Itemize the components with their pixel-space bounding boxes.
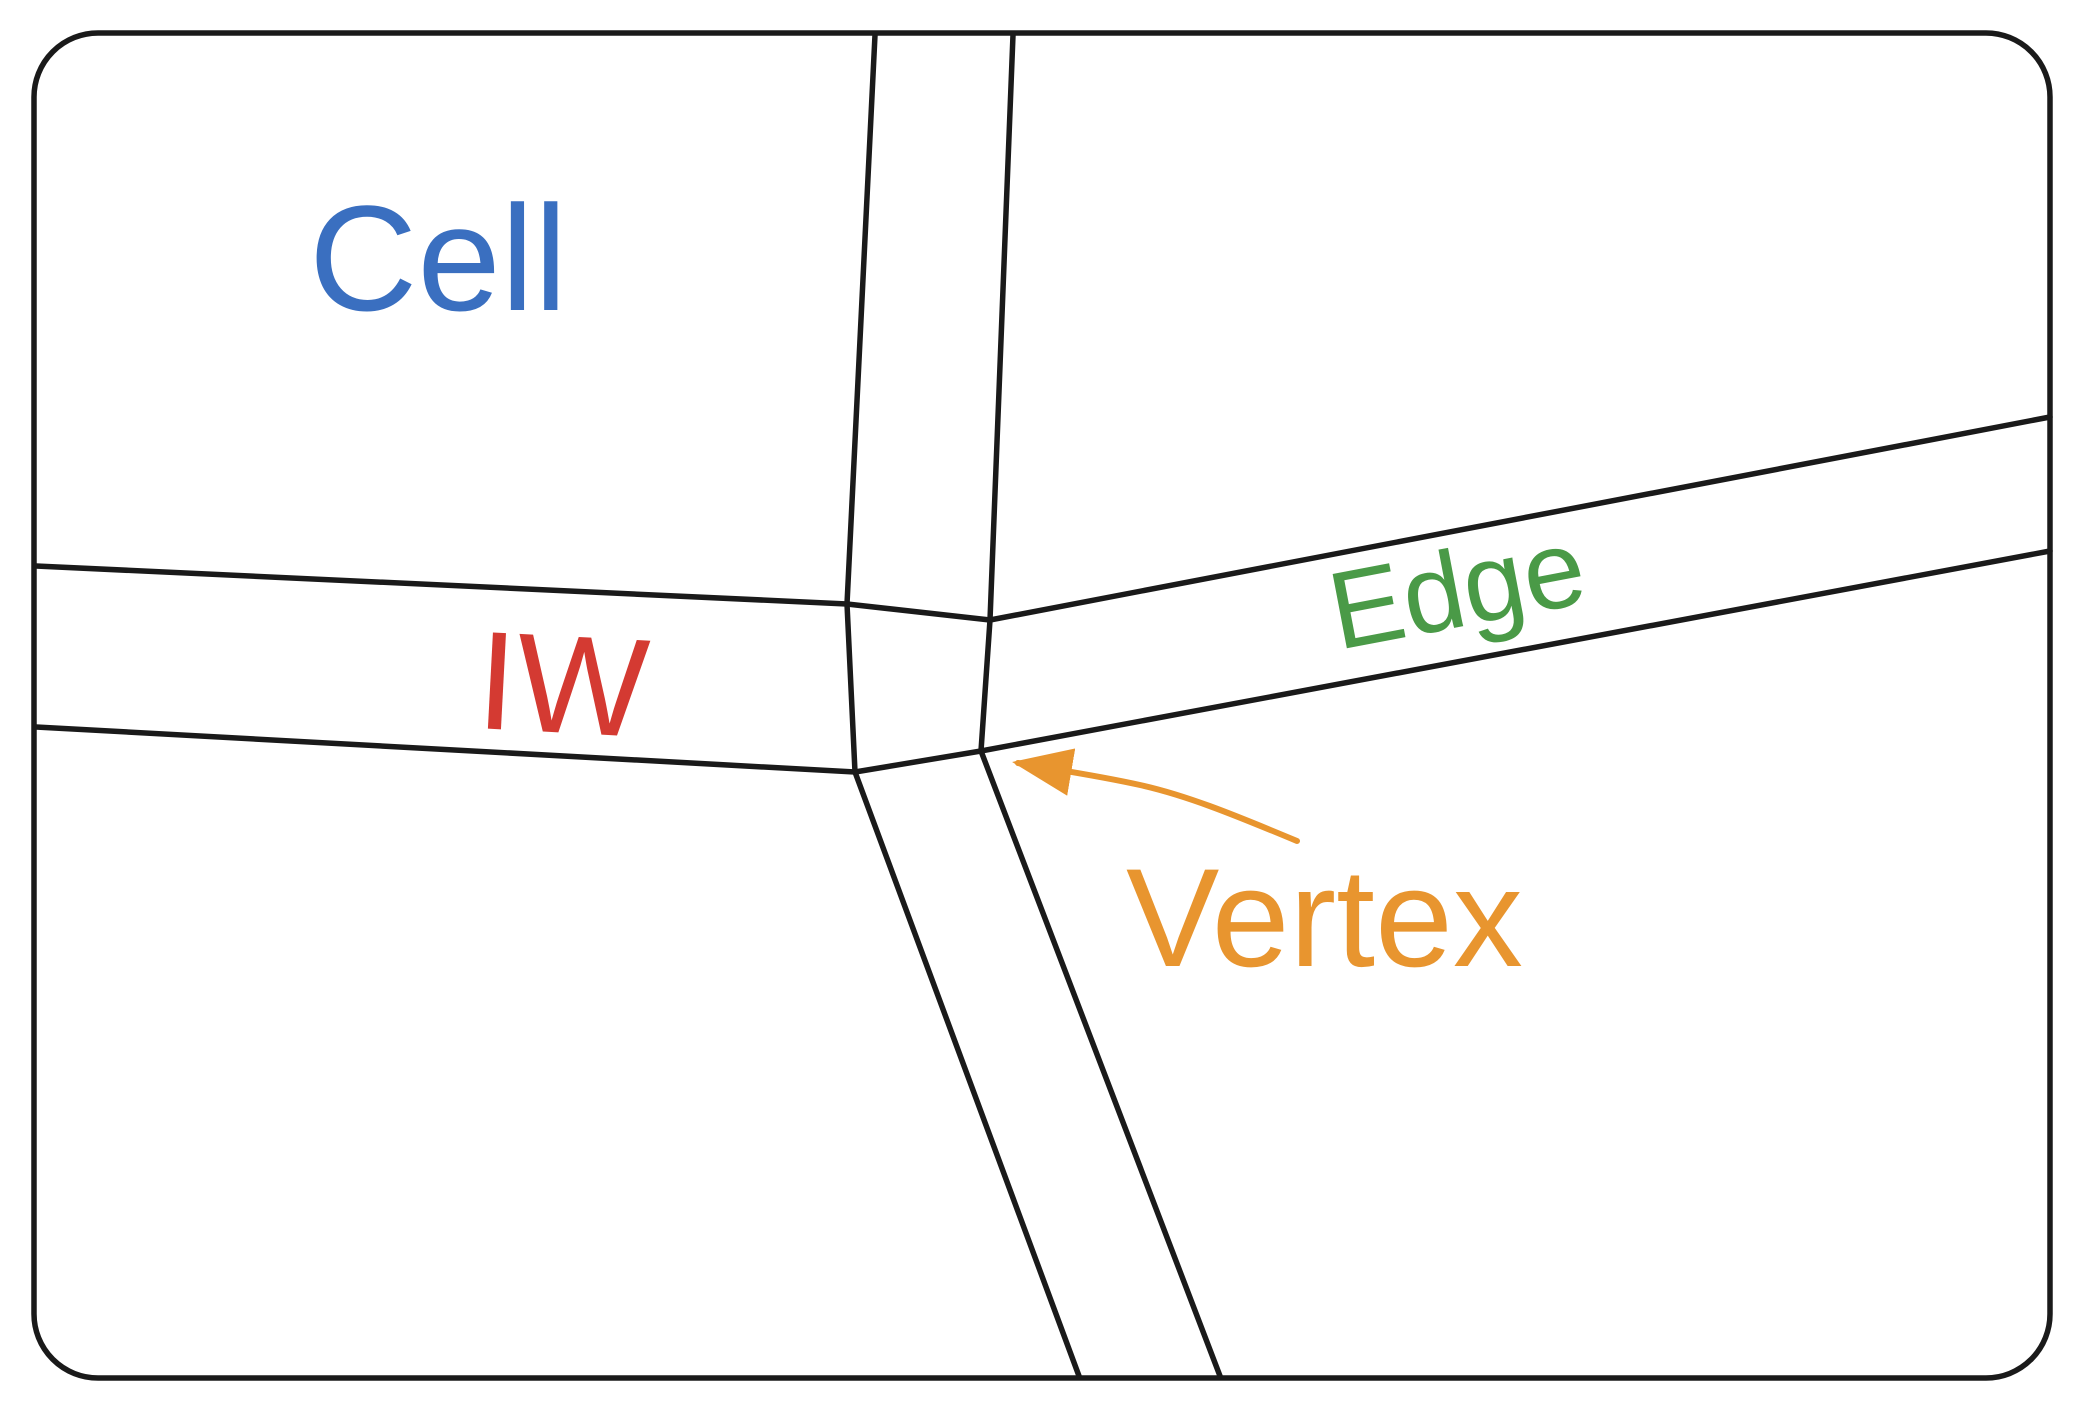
vertex-label: Vertex [1126, 839, 1523, 996]
edge-junction-right [978, 617, 993, 754]
edge-horizontal-left-bottom [33, 724, 858, 775]
edge-junction-bottom [852, 748, 984, 775]
edge-vertical-left-top [844, 32, 878, 607]
frame-border [31, 30, 2053, 1381]
edge-diagonal-left-bottom [852, 769, 1082, 1379]
edge-diagonal-right-bottom [978, 748, 1223, 1379]
cell-label: Cell [309, 174, 567, 342]
edge-vertical-right-top [987, 32, 1016, 623]
edge-horizontal-left-top [33, 563, 850, 607]
arrow-icon [1012, 748, 1300, 844]
cell-edges [33, 32, 2053, 1379]
edge-horizontal-right-bottom [978, 548, 2053, 754]
edge-label: Edge [1319, 505, 1594, 674]
edge-junction-top [844, 601, 993, 623]
iw-label: IW [473, 601, 652, 767]
edge-horizontal-right-top [987, 414, 2053, 623]
edge-junction-left [844, 601, 858, 775]
